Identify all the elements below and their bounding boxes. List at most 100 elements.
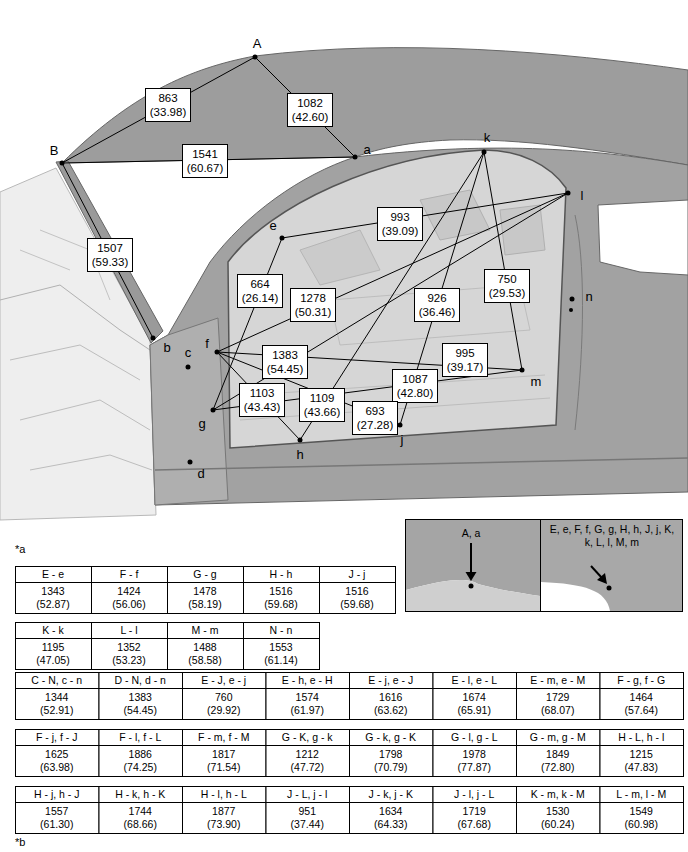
dimension-box: 693 (27.28) [352,401,398,436]
point-letter: f [205,337,209,351]
table-cell [183,787,267,803]
table-cell [600,689,684,720]
table-header: J - L, j - l [287,788,327,801]
table-cell [433,673,517,689]
table-cell [99,689,183,720]
table-cell [92,623,168,639]
point-dot [607,586,612,591]
inset-arrow [470,543,472,574]
table-cell [266,673,350,689]
engine-bay [0,168,156,520]
inset-surface [541,582,610,611]
inset-surface [406,520,540,596]
inset-arrowhead [466,572,477,581]
dimension-value: 995 (39.17) [447,346,483,375]
dimension-value: 1087 (42.80) [397,372,433,401]
table-header: N - n [270,624,293,637]
table-cell [433,787,517,803]
door-opening [228,150,566,448]
rocker-edge [155,458,688,470]
dimension-value: 1103 (43.43) [244,386,280,415]
table-cell [168,567,244,583]
table-header: L - m, l - M [616,788,666,801]
table-cell [99,746,183,777]
point-dot [469,584,474,589]
interior-detail [240,190,550,420]
point-dot [569,308,573,312]
table-value: 1530 (60.24) [541,805,574,830]
point-letter: k [484,131,491,145]
dimension-value: 664 (26.14) [242,277,278,306]
table-value: 1516 (59.68) [264,585,297,610]
engine-bay-line [10,345,152,470]
table-cell [600,787,684,803]
inset-arrow [591,566,602,578]
table-header: H - j, h - J [34,788,80,801]
dimension-box: 1087 (42.80) [392,369,438,404]
table-cell [433,689,517,720]
table-value: 1616 (63.62) [374,691,407,716]
rear-window-opening [598,200,688,275]
table-value: 1719 (67.68) [458,805,491,830]
table-cell [517,689,601,720]
point-dot [398,423,403,428]
table-value: 1195 (47.05) [36,641,69,666]
dimension-value: 863 (33.98) [150,91,186,120]
dimension-line [62,163,153,338]
table-cell [517,673,601,689]
table-value: 1549 (60.98) [625,805,658,830]
table-cell [16,583,92,614]
dimension-line [484,152,522,370]
table-header: F - m, f - M [198,731,249,744]
table-header: H - k, h - K [115,788,165,801]
table-cell [320,583,396,614]
table-header: K - k [42,624,64,637]
table-cell [183,673,267,689]
table-value: 1383 (54.45) [124,691,157,716]
point-dot [211,408,216,413]
table-header: J - k, j - K [369,788,413,801]
table-cell [183,730,267,746]
table-cell [92,583,168,614]
table-cell [266,730,350,746]
table-cell [600,803,684,834]
point-dot [151,336,156,341]
body-side-panel [150,148,688,505]
table-header: C - N, c - n [31,674,82,687]
table-cell [600,673,684,689]
table-header: D - N, d - n [115,674,166,687]
point-dot [215,350,220,355]
point-letter: j [401,433,404,447]
table-cell [168,623,244,639]
point-letter: h [296,448,303,462]
table-cell [16,787,100,803]
table-cell [350,787,434,803]
table-cell [517,787,601,803]
inset-arrowhead [597,573,607,584]
point-letter: g [198,417,205,431]
point-dot [353,155,358,160]
table-cell [266,787,350,803]
dimension-line [282,193,568,238]
dimension-value: 1109 (43.66) [304,391,340,420]
table-value: 1729 (68.07) [541,691,574,716]
measuring-points [60,55,575,465]
table-value: 1344 (52.91) [40,691,73,716]
table-cell [92,567,168,583]
point-dot [253,55,258,60]
table-header: E - h, e - H [282,674,333,687]
table-cell [350,746,434,777]
table-cell [99,787,183,803]
dimension-value: 1082 (42.60) [292,96,328,125]
table-cell [433,803,517,834]
table-header: E - j, e - J [368,674,413,687]
table-header: J - j [349,568,366,581]
table-cell [16,746,100,777]
table-cell [99,803,183,834]
dimension-box: 1082 (42.60) [287,93,333,128]
table-cell [320,567,396,583]
table-cell [350,730,434,746]
table-cell [350,673,434,689]
table-header: G - k, g - K [365,731,416,744]
point-dot [60,161,65,166]
